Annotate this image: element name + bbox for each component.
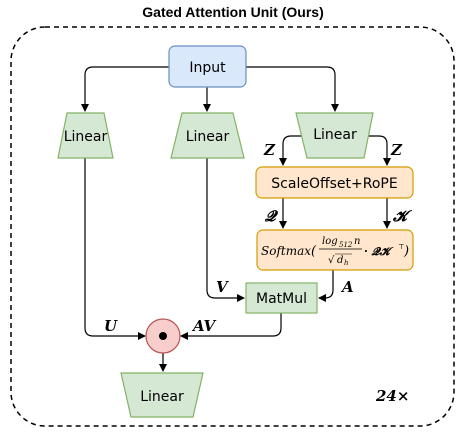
arrow-v [206,158,245,302]
arrow-input-to-linear-right [246,66,339,112]
diagram-title: Gated Attention Unit (Ours) [142,4,323,20]
hadamard-dot-icon [159,332,167,340]
linear-output-node [120,372,204,418]
arrow-z-right [364,135,391,166]
input-node [168,45,247,88]
linear-output-label: Linear [140,389,184,405]
softmax-denominator-sub: h [344,259,349,267]
repeat-block-border [10,26,455,427]
linear-middle-node [170,112,245,159]
u-label: U [104,317,118,335]
linear-right-label: Linear [313,127,357,143]
matmul-node [245,282,318,314]
linear-right-node [295,112,374,159]
z-right-label: Z [390,141,403,159]
z-left-label: Z [263,141,276,159]
softmax-sqrt: √ [328,255,335,266]
repeat-count-label: 24× [375,387,409,405]
scale-offset-rope-node [255,166,414,199]
softmax-node [256,229,414,271]
softmax-func: Softmax [261,244,311,258]
softmax-denominator-var: d [337,255,343,266]
softmax-open-paren: ( [311,244,317,259]
arrow-z-left [279,135,307,166]
scale-offset-rope-label: ScaleOffset+RoPE [271,176,397,192]
q-label: 𝓠 [264,207,279,225]
linear-middle-label: Linear [186,129,230,145]
input-label: Input [189,60,226,76]
a-label: A [340,278,354,296]
matmul-label: MatMul [256,291,307,307]
softmax-close-paren: ) [403,244,409,259]
softmax-numerator-log: log [322,236,338,247]
arrow-input-to-linear-left [81,66,169,112]
av-label: AV [191,317,217,335]
arrow-u [84,158,146,340]
softmax-product: · 𝓠𝓚 [364,245,394,258]
linear-left-node [57,112,114,159]
arrow-a [318,270,334,302]
linear-left-label: Linear [64,129,108,145]
v-label: V [216,278,229,296]
softmax-numerator-var: n [354,236,360,247]
k-label: 𝓚 [392,207,413,225]
arrow-av [180,313,282,340]
softmax-numerator-sub: 512 [339,241,353,249]
softmax-transpose: ⊤ [398,243,405,251]
